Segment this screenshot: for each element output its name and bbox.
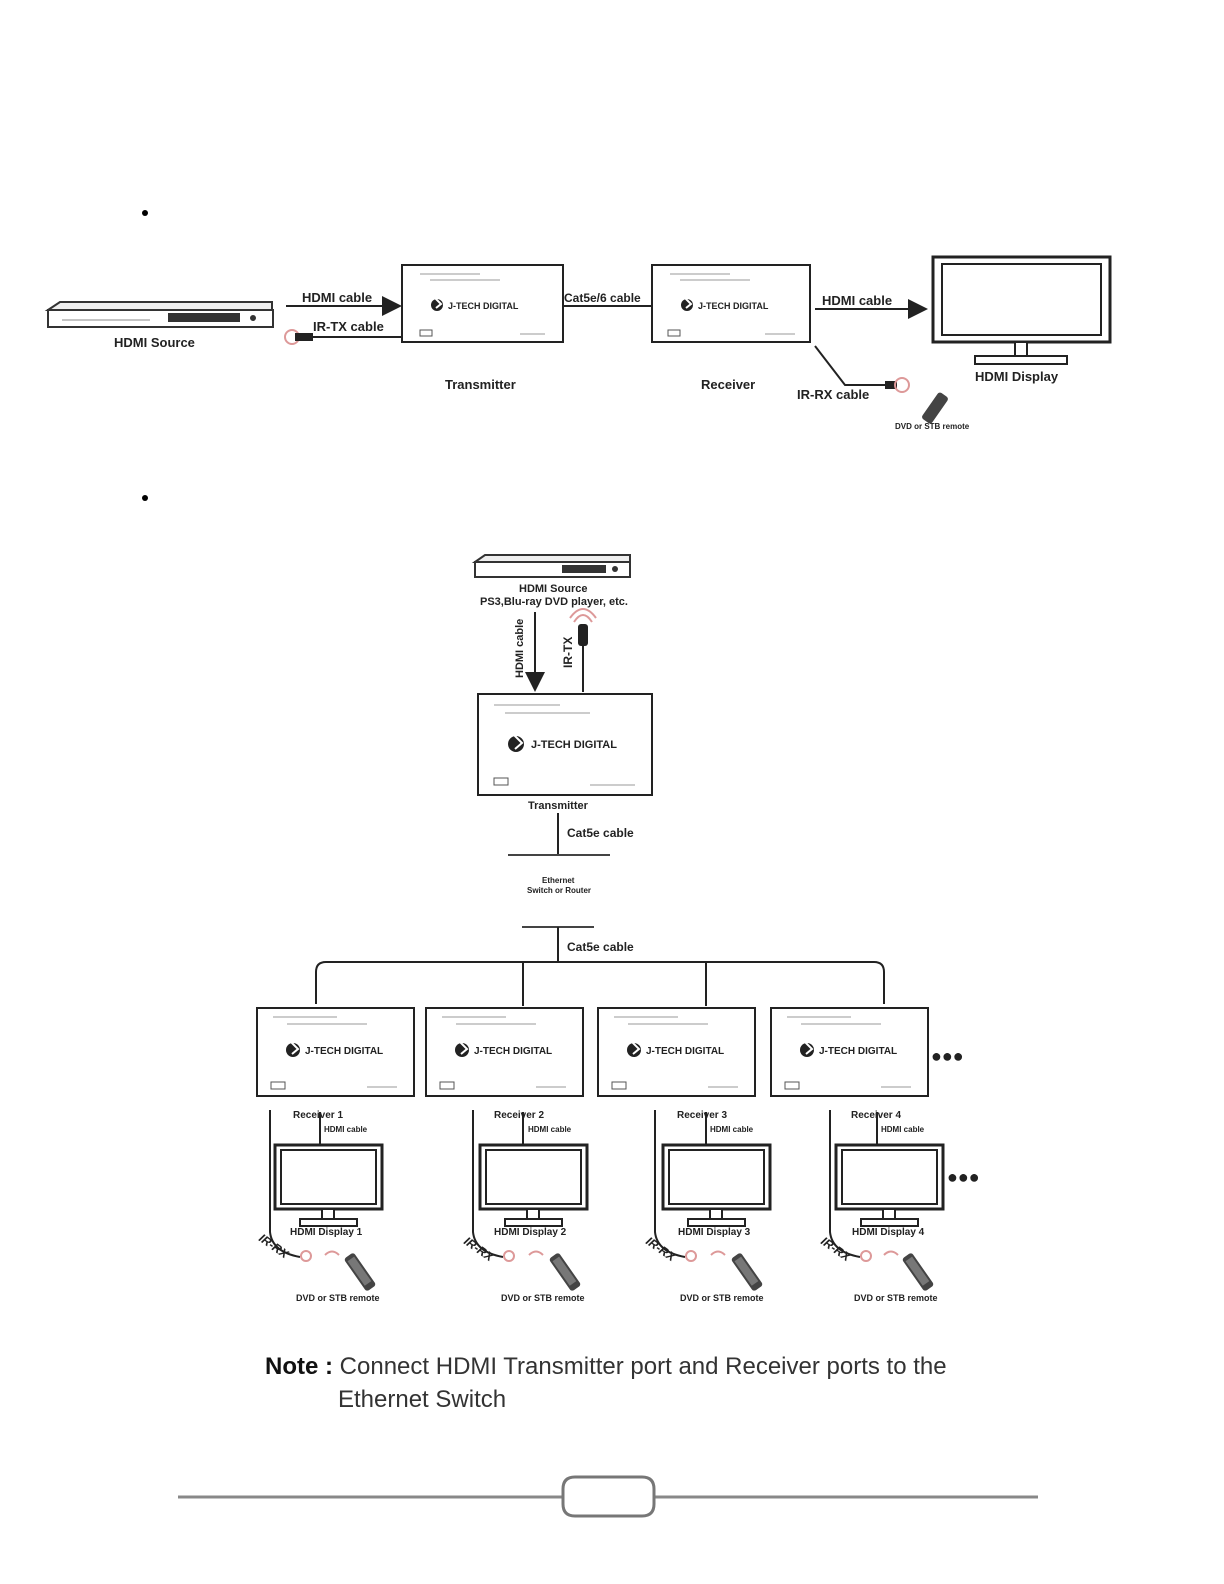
more-displays-ellipsis: ●●● [947,1167,980,1187]
remote-4-label: DVD or STB remote [854,1293,938,1303]
transmitter-unit-2: J-TECH DIGITAL [477,693,653,796]
transmitter-brand: J-TECH DIGITAL [448,301,519,311]
display-4-label: HDMI Display 4 [852,1227,925,1238]
receiver-group-4: J-TECH DIGITAL Receiver 4 HDMI cable HDM… [770,1007,945,1303]
remote-control-icon [922,392,948,424]
receiver-3-label: Receiver 3 [677,1110,727,1121]
ir-rx-1-label: IR-RX [256,1231,292,1262]
receiver-unit: J-TECH DIGITAL [651,264,811,343]
receiver-4-cable-label: HDMI cable [881,1125,925,1134]
remote-1-label: DVD or STB remote [296,1293,380,1303]
point-to-point-diagram: HDMI Source HDMI cable IR-TX cable J-TEC… [44,255,1112,431]
note-label: Note : [265,1353,333,1380]
receiver-group-1: J-TECH DIGITAL Receiver 1 HDMI cable HDM… [256,1007,415,1303]
hdmi-display-label: HDMI Display [975,369,1059,384]
more-receivers-ellipsis: ●●● [931,1046,964,1066]
transmitter-brand-2: J-TECH DIGITAL [531,739,617,751]
transmitter-label-2: Transmitter [528,800,589,812]
cat-cable-label: Cat5e/6 cable [564,291,641,305]
note-text: Note : Connect HDMI Transmitter port and… [265,1350,947,1416]
bullet-2 [142,495,148,501]
ir-tx-emitter-2 [569,608,597,692]
receiver-label: Receiver [701,377,755,392]
ir-rx-sensor [885,377,910,393]
cat5e-cable-label-2: Cat5e cable [567,940,634,954]
ir-tx-emitter [284,329,402,345]
switch-label-line1: Ethernet [542,876,575,885]
note-line-2: Ethernet Switch [338,1386,507,1413]
transmitter-label: Transmitter [445,377,516,392]
ir-tx-cable-label: IR-TX cable [313,319,384,334]
multi-receiver-diagram: HDMI Source PS3,Blu-ray DVD player, etc.… [256,554,980,1303]
ir-tx-vertical-label: IR-TX [561,637,575,668]
display-2-label: HDMI Display 2 [494,1227,567,1238]
display-1-label: HDMI Display 1 [290,1227,363,1238]
switch-label-line2: Switch or Router [527,886,591,895]
bullet-1 [142,210,148,216]
receiver-1-brand: J-TECH DIGITAL [305,1046,383,1057]
transmitter-unit: J-TECH DIGITAL [401,264,564,343]
ir-rx-3-label: IR-RX [643,1234,679,1265]
hdmi-source-device [44,301,274,328]
remote-2-label: DVD or STB remote [501,1293,585,1303]
ir-rx-2-label: IR-RX [461,1234,497,1265]
receiver-2-cable-label: HDMI cable [528,1125,572,1134]
receiver-4-brand: J-TECH DIGITAL [819,1046,897,1057]
receiver-1-cable-label: HDMI cable [324,1125,368,1134]
hdmi-display-monitor [931,255,1112,365]
receiver-group-3: J-TECH DIGITAL Receiver 3 HDMI cable HDM… [597,1007,772,1303]
remote-3-label: DVD or STB remote [680,1293,764,1303]
receiver-1-label: Receiver 1 [293,1110,343,1121]
remote-label: DVD or STB remote [895,422,970,431]
distribution-bus [315,961,885,1004]
note-line-1: Connect HDMI Transmitter port and Receiv… [339,1353,947,1380]
ir-rx-cable-line [814,345,888,386]
hdmi-source-device-2 [471,554,631,578]
receiver-2-label: Receiver 2 [494,1110,544,1121]
hdmi-cable-label-1: HDMI cable [302,290,372,305]
receiver-group-2: J-TECH DIGITAL Receiver 2 HDMI cable HDM… [425,1007,589,1303]
page-footer-rule [178,1475,1038,1518]
receiver-2-brand: J-TECH DIGITAL [474,1046,552,1057]
hdmi-source-label: HDMI Source [114,335,195,350]
ir-rx-4-label: IR-RX [818,1234,854,1265]
source-label: HDMI Source [519,583,587,595]
source-examples-label: PS3,Blu-ray DVD player, etc. [480,596,628,608]
receiver-3-brand: J-TECH DIGITAL [646,1046,724,1057]
display-3-label: HDMI Display 3 [678,1227,751,1238]
receiver-3-cable-label: HDMI cable [710,1125,754,1134]
cat5e-cable-label-1: Cat5e cable [567,826,634,840]
hdmi-cable-vertical-label: HDMI cable [514,619,526,678]
hdmi-cable-label-2: HDMI cable [822,293,892,308]
receiver-brand: J-TECH DIGITAL [698,301,769,311]
page-number-tab [561,1475,656,1518]
ir-rx-cable-label: IR-RX cable [797,387,869,402]
